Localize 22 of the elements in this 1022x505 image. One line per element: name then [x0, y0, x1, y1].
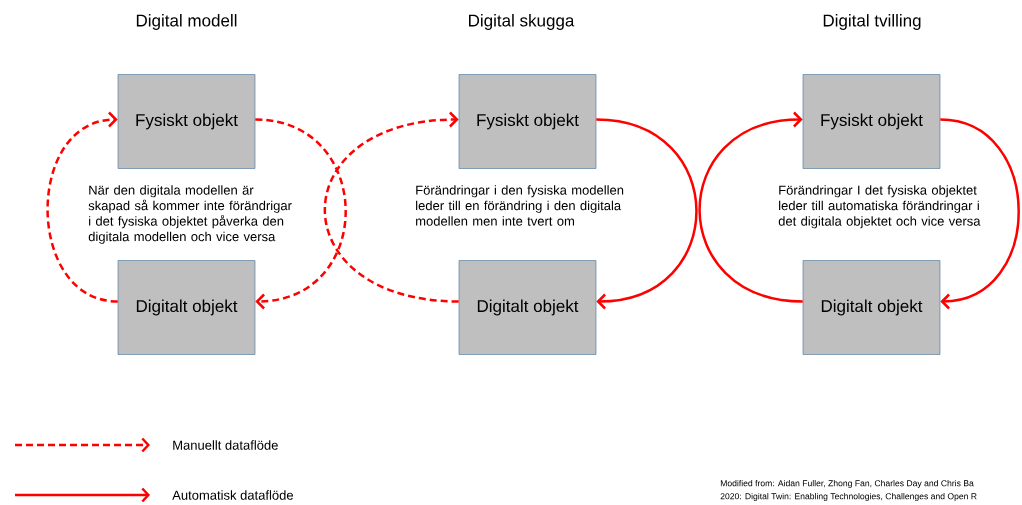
- object-box: Digitalt objekt: [458, 260, 597, 355]
- object-box: Digitalt objekt: [117, 260, 256, 355]
- legend-text: Automatisk dataflöde: [172, 490, 293, 500]
- arrow: [940, 118, 1020, 310]
- arrow: [596, 118, 698, 310]
- arrow: [255, 118, 347, 310]
- citation-text: 2020: Digital Twin: Enabling Technologies, Challenges and Open R: [720, 493, 977, 501]
- description-text: Förändringar i den fysiska modellen leder till en förändring i den digitala modellen men inte tvert om: [416, 185, 624, 226]
- column-title: Digital tvilling: [823, 14, 921, 30]
- description-text: Förändringar I det fysiska objektet leder till automatiska förändringar i det digitala objektet och vice versa: [778, 185, 981, 229]
- arrow: [46, 111, 118, 303]
- legend-text: Manuellt dataflöde: [173, 440, 278, 450]
- citation-text: Modified from: Aidan Fuller, Zhong Fan, Charles Day and Chris Ba: [720, 480, 974, 488]
- object-box: Fysiskt objekt: [458, 74, 597, 169]
- object-box: Digitalt objekt: [802, 260, 941, 355]
- arrow: [698, 111, 803, 303]
- arrow: [323, 111, 459, 303]
- object-box: Fysiskt objekt: [802, 74, 941, 169]
- column-title: Digital modell: [136, 14, 237, 30]
- object-box: Fysiskt objekt: [117, 74, 256, 169]
- column-title: Digital skugga: [469, 14, 575, 30]
- description-text: När den digitala modellen är skapad så kommer inte förändrigar i det fysiska objektet påverka den digitala modellen och vice versa: [88, 185, 292, 244]
